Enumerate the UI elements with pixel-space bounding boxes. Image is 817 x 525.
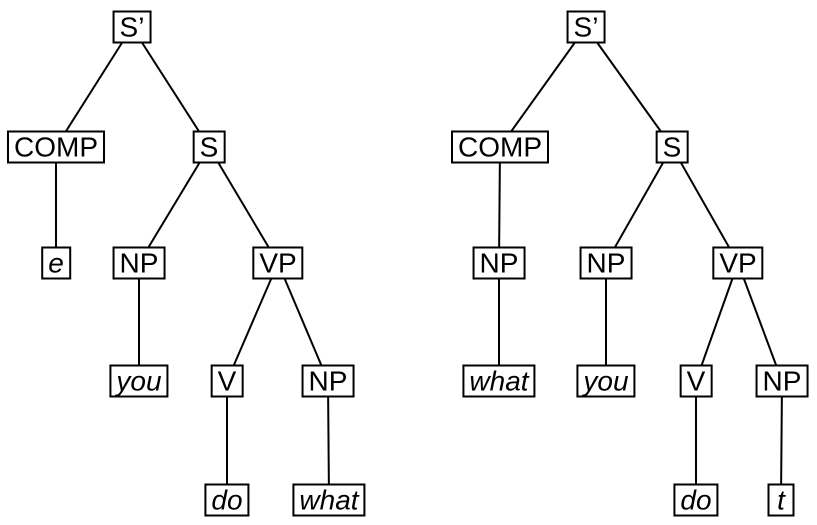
tree-edge-s-np1: [138, 146, 210, 264]
left-tree-node-vp: VP: [252, 246, 304, 280]
tree-edge-vp-v: [695, 262, 739, 382]
tree-edge-np2-t: [780, 380, 783, 501]
tree-edge-vp-v: [226, 262, 279, 382]
right-tree-node-v: V: [679, 364, 713, 398]
right-tree-node-do: do: [673, 483, 719, 517]
left-tree-node-comp: COMP: [7, 130, 105, 164]
left-tree-node-np2: NP: [301, 364, 355, 398]
left-tree-node-do: do: [204, 483, 250, 517]
right-tree-node-what: what: [462, 364, 536, 398]
right-tree-node-s: S: [655, 130, 689, 164]
tree-edge-comp-np0: [498, 146, 501, 264]
right-tree-node-np2: NP: [755, 364, 809, 398]
tree-edge-vp-np2: [737, 262, 783, 382]
left-tree-node-sbar: S’: [112, 10, 152, 44]
tree-edge-np2-what: [327, 380, 330, 501]
right-tree-node-t: t: [767, 483, 795, 517]
right-tree-node-np0: NP: [472, 246, 526, 280]
tree-edge-s-vp: [208, 146, 279, 264]
left-tree-node-s: S: [192, 130, 226, 164]
right-tree-node-np1: NP: [579, 246, 633, 280]
left-tree-node-what: what: [292, 483, 366, 517]
tree-edge-sbar-comp: [499, 26, 587, 148]
right-tree-node-you: you: [576, 364, 636, 398]
tree-edge-sbar-comp: [55, 26, 133, 148]
left-tree-node-e: e: [41, 246, 71, 280]
left-tree-node-v: V: [210, 364, 244, 398]
left-tree-node-you: you: [109, 364, 169, 398]
tree-edge-sbar-s: [585, 26, 673, 148]
right-tree-node-comp: COMP: [451, 130, 549, 164]
right-tree-node-sbar: S’: [566, 10, 606, 44]
left-tree-node-np1: NP: [112, 246, 166, 280]
right-tree-node-vp: VP: [712, 246, 764, 280]
tree-edge-s-vp: [671, 146, 739, 264]
tree-edge-s-np1: [605, 146, 673, 264]
tree-edge-sbar-s: [131, 26, 210, 148]
tree-edge-vp-np2: [277, 262, 329, 382]
